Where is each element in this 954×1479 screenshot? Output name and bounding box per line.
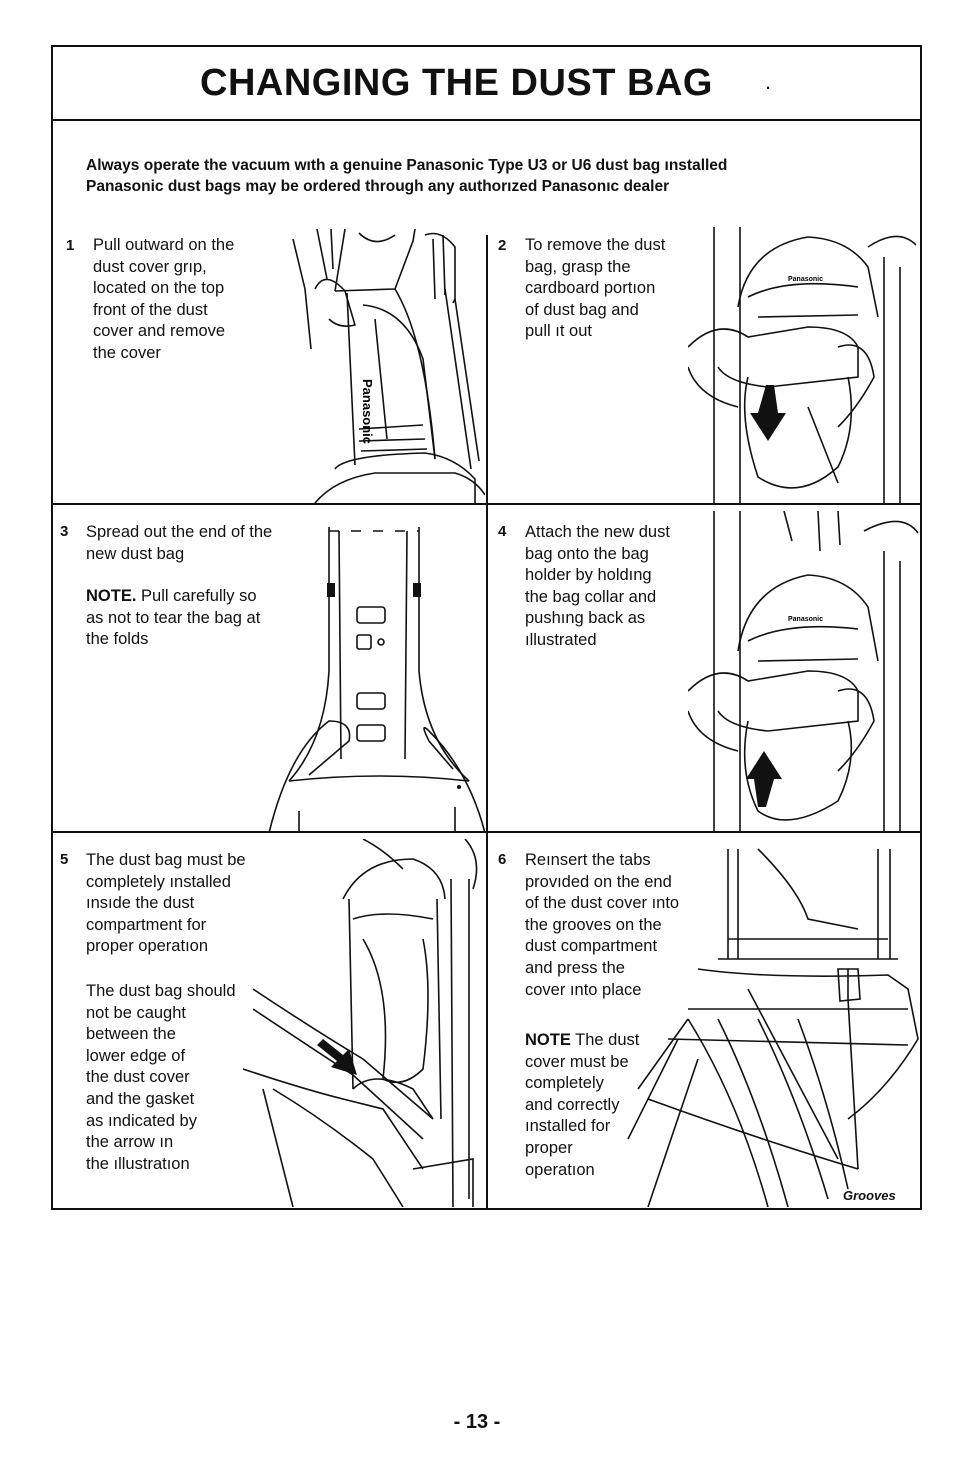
step-2-cell: 2 To remove the dust bag, grasp the card…: [486, 227, 920, 505]
step-number: 4: [498, 523, 507, 540]
step-text: Pull outward on the dust cover grıp, loc…: [93, 236, 235, 362]
step-number: 2: [498, 237, 507, 254]
up-arrow-icon: [746, 751, 782, 807]
title-dot: .: [765, 69, 772, 94]
brand-label: Panasonic: [360, 379, 375, 444]
vacuum-cover-removal-illustration: Panasonic: [292, 229, 485, 503]
intro-line-1: Always operate the vacuum wıth a genuine…: [86, 157, 728, 174]
step-text: Attach the new dust bag onto the bag hol…: [525, 523, 670, 649]
brand-label: Panasonic: [788, 616, 823, 623]
step-number: 3: [60, 523, 69, 540]
intro-text: Always operate the vacuum wıth a genuine…: [86, 155, 906, 197]
step-number: 6: [498, 851, 507, 868]
page-title: CHANGING THE DUST BAG: [200, 61, 713, 104]
step-text: Spread out the end of the new dust bag: [86, 523, 273, 563]
new-dust-bag-illustration: [268, 527, 485, 833]
step-3-cell: 3 Spread out the end of the new dust bag…: [53, 503, 486, 833]
step-note: NOTE. Pull carefully so as not to tear t…: [86, 586, 326, 651]
step-text-2: The dust bag should not be caught betwee…: [86, 982, 236, 1173]
step-4-cell: 4 Attach the new dust bag onto the bag h…: [486, 503, 920, 833]
step-text: To remove the dust bag, grasp the cardbo…: [525, 236, 666, 341]
step-note: NOTE The dust cover must be completely a…: [525, 1030, 695, 1181]
intro-line-2: Panasonic dust bags may be ordered throu…: [86, 178, 670, 195]
note-text: The dust cover must be completely and co…: [525, 1031, 640, 1179]
instruction-panel: CHANGING THE DUST BAG . Always operate t…: [51, 45, 922, 1210]
page-number: - 13 -: [453, 1411, 501, 1433]
step-text: Reınsert the tabs provıded on the end of…: [525, 851, 680, 999]
title-bar: CHANGING THE DUST BAG .: [53, 47, 920, 121]
note-label: NOTE.: [86, 587, 137, 605]
bag-installed-illustration: [242, 839, 478, 1207]
brand-label: Panasonic: [788, 276, 823, 283]
step-5-cell: 5 The dust bag must be completely ınstal…: [53, 831, 486, 1208]
step-6-cell: 6 Reınsert the tabs provıded on the end …: [486, 831, 920, 1208]
step-number: 1: [66, 237, 75, 254]
step-text: The dust bag must be completely ınstalle…: [86, 851, 246, 956]
step-1-cell: 1 Pull outward on the dust cover grıp, l…: [53, 229, 486, 505]
bag-attach-illustration: Panasonic: [688, 511, 919, 833]
note-label: NOTE: [525, 1031, 571, 1049]
grooves-label: Grooves: [843, 1188, 896, 1203]
cover-reinsert-illustration: [627, 848, 919, 1207]
bag-removal-illustration: Panasonic: [688, 227, 917, 503]
note-text: Pull carefully so as not to tear the bag…: [86, 587, 261, 649]
down-arrow-icon: [750, 385, 786, 441]
step-number: 5: [60, 851, 69, 868]
arrow-icon: [317, 1039, 357, 1075]
